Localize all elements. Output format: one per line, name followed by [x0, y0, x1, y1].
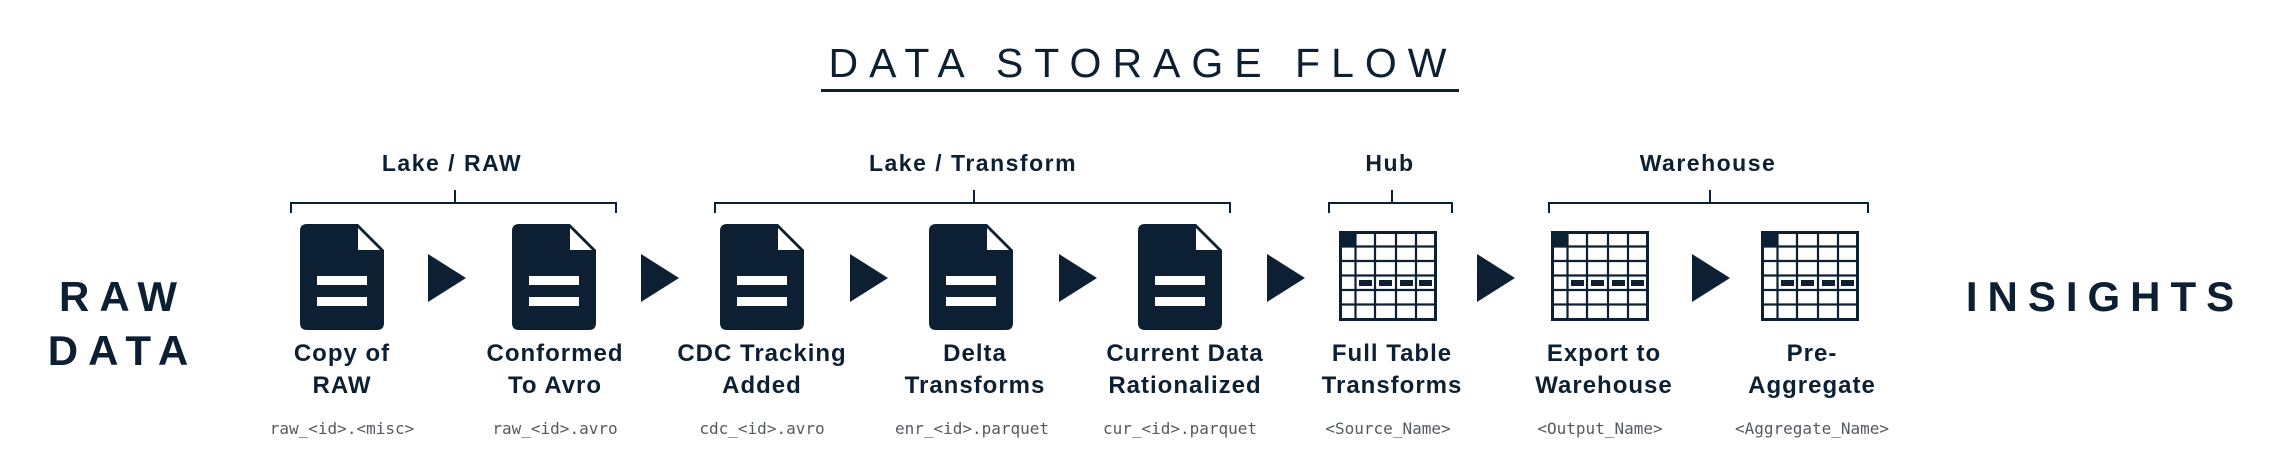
step-label-delta-transforms: Delta Transforms [875, 338, 1075, 402]
step-label-line2: Added [722, 372, 802, 399]
arrow-right-icon [850, 254, 888, 302]
step-label-export-to-warehouse: Export to Warehouse [1504, 338, 1704, 402]
diagram-title: DATA STORAGE FLOW [0, 40, 2280, 92]
diagram-title-text: DATA STORAGE FLOW [820, 40, 1460, 92]
raw-data-label-line2: DATA [47, 327, 199, 374]
document-icon [1138, 224, 1222, 330]
step-label-line2: Warehouse [1535, 372, 1673, 399]
arrow-right-icon [1477, 254, 1515, 302]
document-icon [929, 224, 1013, 330]
step-label-line1: CDC Tracking [677, 340, 847, 367]
step-label-line2: To Avro [507, 372, 603, 399]
document-icon [512, 224, 596, 330]
arrow-right-icon [1267, 254, 1305, 302]
step-label-line2: Rationalized [1108, 372, 1262, 399]
group-label-warehouse: Warehouse [1639, 150, 1777, 176]
step-label-current-data-rationalized: Current Data Rationalized [1085, 338, 1285, 402]
file-name-label: cur_<id>.parquet [1102, 419, 1258, 438]
step-label-line1: Copy of [293, 340, 391, 367]
file-name-label: <Aggregate_Name> [1734, 419, 1890, 438]
step-label-pre-aggregate: Pre- Aggregate [1712, 338, 1912, 402]
table-icon [1761, 231, 1859, 321]
document-icon [300, 224, 384, 330]
arrow-right-icon [1692, 254, 1730, 302]
step-label-cdc-tracking-added: CDC Tracking Added [662, 338, 862, 402]
step-label-line1: Conformed [486, 340, 624, 367]
table-icon [1339, 231, 1437, 321]
step-label-conformed-to-avro: Conformed To Avro [455, 338, 655, 402]
step-label-full-table-transforms: Full Table Transforms [1292, 338, 1492, 402]
group-bracket-lake-raw [290, 190, 617, 214]
group-label-lake-raw: Lake / RAW [381, 150, 523, 176]
step-label-line1: Pre- [1786, 340, 1838, 367]
arrow-right-icon [428, 254, 466, 302]
group-label-hub: Hub [1365, 150, 1415, 176]
group-bracket-warehouse [1548, 190, 1869, 214]
file-name-label: raw_<id>.<misc> [269, 419, 415, 438]
raw-data-label: RAW DATA [28, 270, 218, 378]
arrow-right-icon [641, 254, 679, 302]
file-name-label: cdc_<id>.avro [699, 419, 825, 438]
step-label-line2: Transforms [904, 372, 1046, 399]
group-bracket-lake-transform [714, 190, 1231, 214]
file-name-label: <Source_Name> [1325, 419, 1451, 438]
raw-data-label-line1: RAW [59, 273, 187, 320]
step-label-line2: RAW [312, 372, 372, 399]
group-bracket-hub [1328, 190, 1453, 214]
table-icon [1551, 231, 1649, 321]
insights-label: INSIGHTS [1965, 273, 2245, 320]
document-icon [720, 224, 804, 330]
step-label-line2: Aggregate [1748, 372, 1876, 399]
step-label-line1: Delta [943, 340, 1007, 367]
step-label-line1: Export to [1546, 340, 1662, 367]
file-name-label: raw_<id>.avro [492, 419, 618, 438]
arrow-right-icon [1059, 254, 1097, 302]
file-name-label: <Output_Name> [1537, 419, 1663, 438]
group-label-lake-transform: Lake / Transform [868, 150, 1078, 176]
step-label-copy-of-raw: Copy of RAW [242, 338, 442, 402]
step-label-line1: Full Table [1331, 340, 1453, 367]
step-label-line1: Current Data [1106, 340, 1264, 367]
step-label-line2: Transforms [1321, 372, 1463, 399]
file-name-label: enr_<id>.parquet [894, 419, 1050, 438]
